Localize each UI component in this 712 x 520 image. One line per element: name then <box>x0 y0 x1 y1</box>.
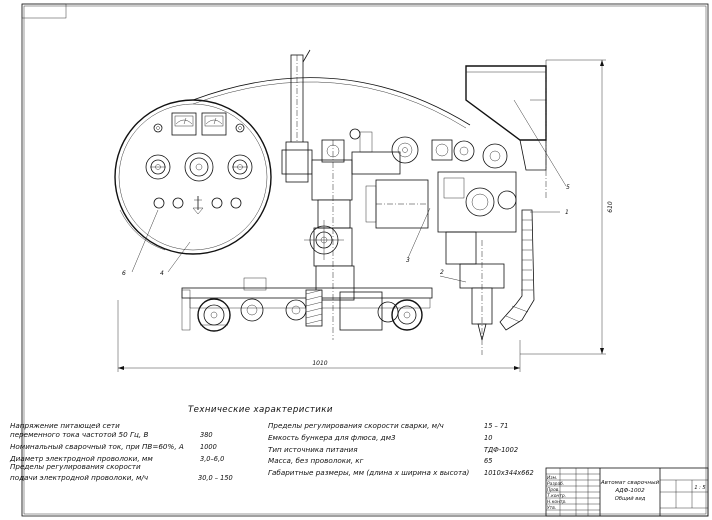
callout-3: 3 <box>406 257 410 264</box>
flux-hose <box>499 209 535 331</box>
ammeter-icon <box>171 112 197 136</box>
control-panel <box>114 99 272 255</box>
spec-right-label-3: Масса, без проволоки, кг <box>268 456 364 465</box>
callout-2: 2 <box>440 269 444 276</box>
callout-6: 6 <box>122 270 126 277</box>
tb-row-2: Пров. <box>547 487 560 493</box>
callouts: 1 2 3 4 5 6 <box>122 184 570 277</box>
spec-left-label-5: подачи электродной проволоки, м/ч <box>10 473 148 482</box>
tb-row-1: Разраб. <box>547 481 564 487</box>
spec-left-label-0: Напряжение питающей сети <box>10 421 120 430</box>
spec-left-label-2: Номинальный сварочный ток, при ПВ=60%, А <box>10 442 184 451</box>
dimension-height-label: 610 <box>607 201 614 213</box>
callout-1: 1 <box>565 209 569 216</box>
sheet-frame <box>21 3 709 517</box>
spec-left-value-3: 3,0–6,0 <box>200 455 224 463</box>
tb-row-3: Т.контр. <box>547 493 566 499</box>
flux-hopper <box>465 60 547 200</box>
tb-scale: 1 : 5 <box>694 485 705 491</box>
spec-right-label-2: Тип источника питания <box>268 445 358 454</box>
machine-drawing: 1010 610 <box>114 49 614 372</box>
dimension-width <box>117 300 521 372</box>
dimension-height <box>520 59 606 355</box>
spec-right-value-2: ТДФ-1002 <box>484 446 518 454</box>
specs-title: Технические характеристики <box>188 405 333 415</box>
wheel-middle-left-icon <box>240 298 264 322</box>
callout-4: 4 <box>160 270 164 277</box>
wheel-middle-icon <box>285 299 307 321</box>
wire-reel-icon <box>391 136 419 164</box>
spec-right-value-3: 65 <box>484 457 492 465</box>
carriage <box>181 277 433 332</box>
leader-lines <box>131 99 567 283</box>
dimension-width-label: 1010 <box>312 360 327 367</box>
control-knobs-row <box>145 152 253 182</box>
spec-left-label-1: переменного тока частотой 50 Гц, В <box>10 430 148 439</box>
mast <box>281 49 313 183</box>
spec-left-value-2: 1000 <box>200 443 217 451</box>
cross-arm <box>349 128 429 229</box>
tb-name-line1: Автомат сварочный <box>600 480 660 486</box>
wheel-right-icon <box>391 299 423 331</box>
tb-row-0: Изм. <box>547 475 557 481</box>
welding-head <box>431 139 517 355</box>
tb-row-4: Н.контр. <box>547 499 567 505</box>
spec-right-value-4: 1010х344х662 <box>484 469 534 477</box>
tb-row-5: Утв. <box>547 505 556 511</box>
specs-left: Напряжение питающей сети переменного ток… <box>9 421 233 482</box>
spec-right-label-0: Пределы регулирования скорости сварки, м… <box>268 421 444 430</box>
drive-gear <box>304 220 344 260</box>
spec-left-value-1: 380 <box>200 431 213 439</box>
spec-right-label-4: Габаритные размеры, мм (длина x ширина x… <box>268 468 470 477</box>
spec-right-label-1: Емкость бункера для флюса, дм3 <box>268 433 396 442</box>
spec-left-label-4: Пределы регулирования скорости <box>10 462 141 471</box>
title-block: Изм. Разраб. Пров. Т.контр. Н.контр. Утв… <box>545 467 709 517</box>
spec-left-value-5: 30,0 – 150 <box>198 474 233 482</box>
tb-name-line2: АДФ-1002 <box>614 488 645 494</box>
specs-right: Пределы регулирования скорости сварки, м… <box>268 421 534 477</box>
spec-left-label-3: Диаметр электродной проволоки, мм <box>9 454 153 463</box>
specifications: Технические характеристики Напряжение пи… <box>9 405 534 482</box>
callout-5: 5 <box>566 184 570 191</box>
spec-right-value-0: 15 – 71 <box>484 422 508 430</box>
wheel-left-icon <box>197 298 231 332</box>
switches-row <box>153 196 242 215</box>
tb-name-line3: Общий вид <box>615 496 646 502</box>
voltmeter-icon <box>201 112 227 136</box>
spec-right-value-1: 10 <box>484 434 492 442</box>
